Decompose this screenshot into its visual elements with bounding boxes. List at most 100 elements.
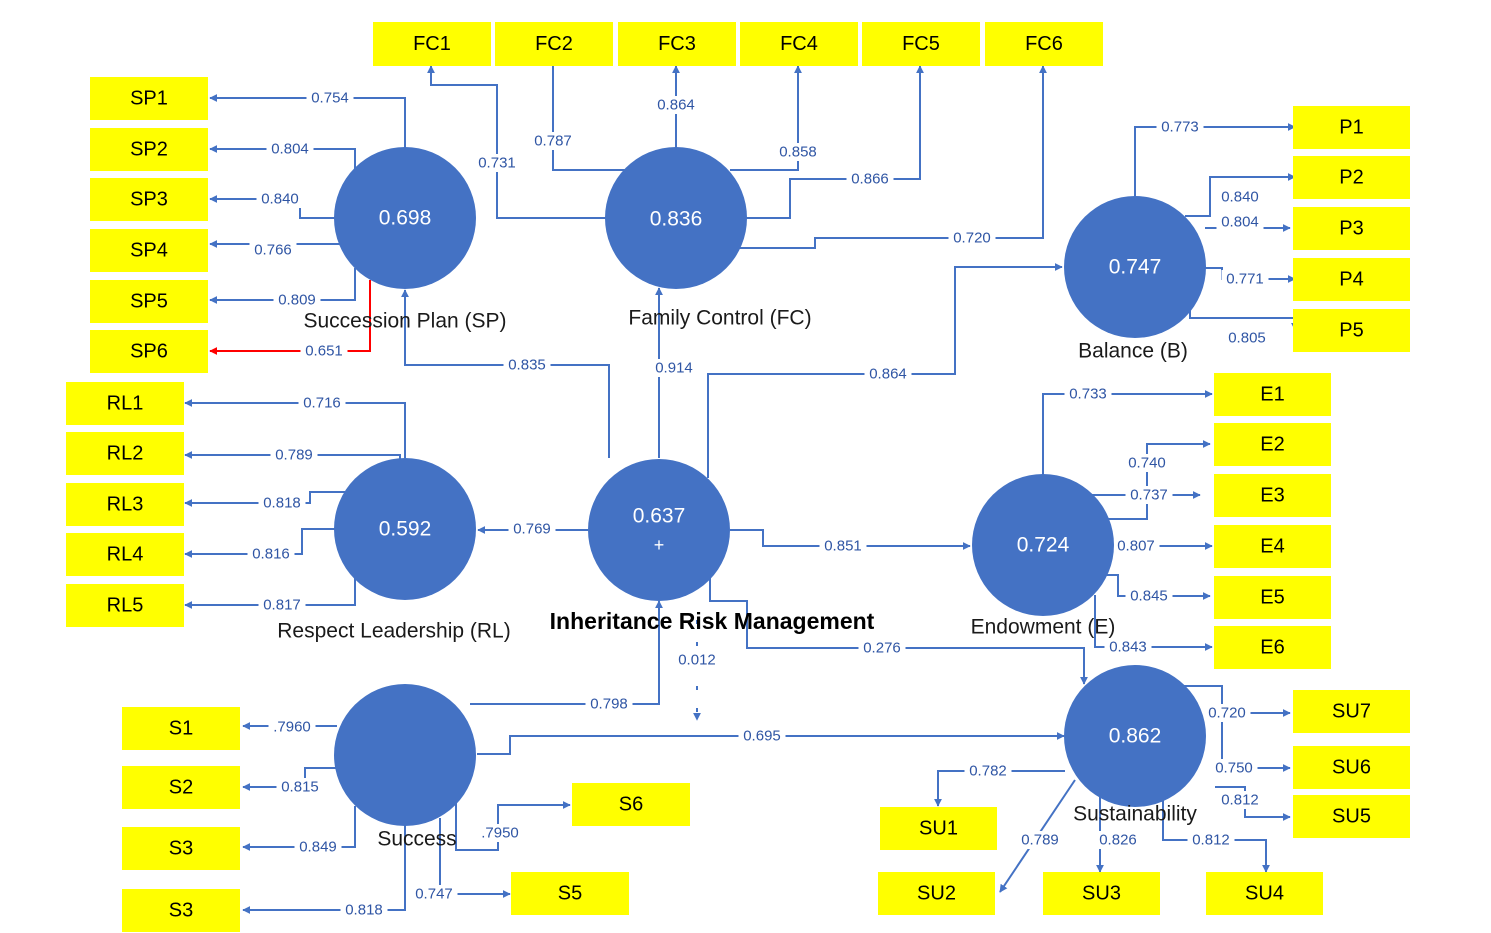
node-name-rl: Respect Leadership (RL) — [277, 620, 510, 643]
weight-value: 0.812 — [1221, 792, 1259, 809]
weight-background — [1216, 188, 1264, 206]
connector-sp5 — [209, 268, 356, 304]
weight-background — [340, 901, 388, 919]
construct-endowment: 0.724 Endowment (E) — [971, 474, 1115, 639]
indicator-rl4: RL4 — [66, 533, 184, 576]
weight-background — [1216, 791, 1264, 809]
connector-e1 — [1042, 390, 1213, 475]
indicator-rl3: RL3 — [66, 483, 184, 526]
indicator-label: RL2 — [107, 443, 144, 465]
connector-s2 — [242, 767, 340, 791]
indicator-box — [1214, 373, 1331, 416]
weight-su4: 0.812 — [1187, 831, 1235, 849]
indicator-box — [90, 229, 208, 272]
weight-background — [650, 359, 698, 377]
weight-background — [298, 394, 346, 412]
weight-background — [1221, 270, 1269, 288]
indicator-s3a: S3 — [122, 827, 240, 870]
path-irm-b — [707, 263, 1063, 478]
weight-value: 0.864 — [657, 97, 695, 114]
indicator-label: P3 — [1339, 218, 1363, 240]
indicator-box — [90, 280, 208, 323]
weight-background — [256, 190, 304, 208]
indicator-sp2: SP2 — [90, 128, 208, 171]
indicator-label: S5 — [558, 883, 582, 905]
weight-value: 0.843 — [1109, 639, 1147, 656]
connector-sp6 — [209, 280, 371, 355]
indicator-box — [1293, 258, 1410, 301]
weight-background — [276, 778, 324, 796]
indicator-box — [90, 128, 208, 171]
weight-s1: .7960 — [268, 718, 316, 736]
indicator-box — [878, 872, 995, 915]
weight-sp5: 0.809 — [273, 291, 321, 309]
path-s-irm — [470, 600, 663, 705]
weight-background — [858, 639, 906, 657]
connector-fc5 — [746, 65, 924, 219]
construct-sustainability: 0.862 Sustainability — [1064, 665, 1206, 826]
indicator-su3: SU3 — [1043, 872, 1160, 915]
weight-background — [503, 356, 551, 374]
indicator-label: FC6 — [1025, 33, 1063, 55]
connector-su1 — [934, 770, 1065, 807]
node-success — [334, 684, 476, 826]
weight-rl3: 0.818 — [258, 494, 306, 512]
construct-family-control: 0.836 Family Control (FC) — [605, 147, 812, 330]
construct-succession-plan: 0.698 Succession Plan (SP) — [303, 147, 507, 333]
weight-value: 0.858 — [779, 144, 817, 161]
indicator-box — [90, 77, 208, 120]
weight-background — [1210, 759, 1258, 777]
weight-p3: 0.804 — [1216, 213, 1264, 231]
connector-sp2 — [209, 145, 356, 170]
indicator-su7: SU7 — [1293, 690, 1410, 733]
weight-value: 0.747 — [415, 886, 453, 903]
weight-s3b: 0.818 — [340, 901, 388, 919]
weight-p2: 0.840 — [1216, 188, 1264, 206]
node-value-rl: 0.592 — [379, 518, 432, 541]
node-balance — [1064, 196, 1206, 338]
indicator-box — [1293, 207, 1410, 250]
indicator-s2: S2 — [122, 766, 240, 809]
indicator-label: E3 — [1260, 485, 1284, 507]
weight-irm-e: 0.851 — [819, 537, 867, 555]
node-name-fc: Family Control (FC) — [628, 307, 811, 330]
weight-fc5: 0.866 — [846, 170, 894, 188]
indicator-fc3: FC3 — [618, 22, 736, 66]
weight-irm-sp: 0.835 — [503, 356, 551, 374]
weight-background — [258, 596, 306, 614]
weight-e3: 0.737 — [1125, 486, 1173, 504]
weight-sp4: 0.766 — [249, 241, 297, 259]
indicator-s1: S1 — [122, 707, 240, 750]
weight-s3a: 0.849 — [294, 838, 342, 856]
node-plus-irm: + — [654, 535, 665, 555]
indicator-label: SP4 — [130, 240, 168, 262]
construct-inheritance-risk-management: 0.637 + Inheritance Risk Management — [550, 459, 875, 634]
weight-value: 0.716 — [303, 395, 341, 412]
weight-p1: 0.773 — [1156, 118, 1204, 136]
indicator-box — [572, 783, 690, 826]
weight-value: 0.766 — [254, 242, 292, 259]
indicator-p1: P1 — [1293, 106, 1410, 149]
indicator-box — [1293, 746, 1410, 789]
indicator-label: SP5 — [130, 291, 168, 313]
connector-p2 — [1185, 173, 1296, 217]
indicator-box — [122, 889, 240, 932]
path-s-su — [477, 732, 1065, 755]
weight-fc3: 0.864 — [652, 96, 700, 114]
weight-background — [1156, 118, 1204, 136]
weight-value: 0.805 — [1228, 330, 1266, 347]
weight-value: 0.731 — [478, 155, 516, 172]
indicator-label: SU1 — [919, 818, 958, 840]
indicator-box — [1214, 525, 1331, 568]
indicator-box — [66, 483, 184, 526]
indicator-label: FC3 — [658, 33, 696, 55]
weight-value: .7960 — [273, 719, 311, 736]
indicator-box — [1214, 474, 1331, 517]
indicator-box — [740, 22, 858, 66]
weight-value: 0.720 — [953, 230, 991, 247]
node-family-control — [605, 147, 747, 289]
weight-value: 0.754 — [311, 90, 349, 107]
weight-value: 0.769 — [513, 521, 551, 538]
weight-background — [1187, 831, 1235, 849]
